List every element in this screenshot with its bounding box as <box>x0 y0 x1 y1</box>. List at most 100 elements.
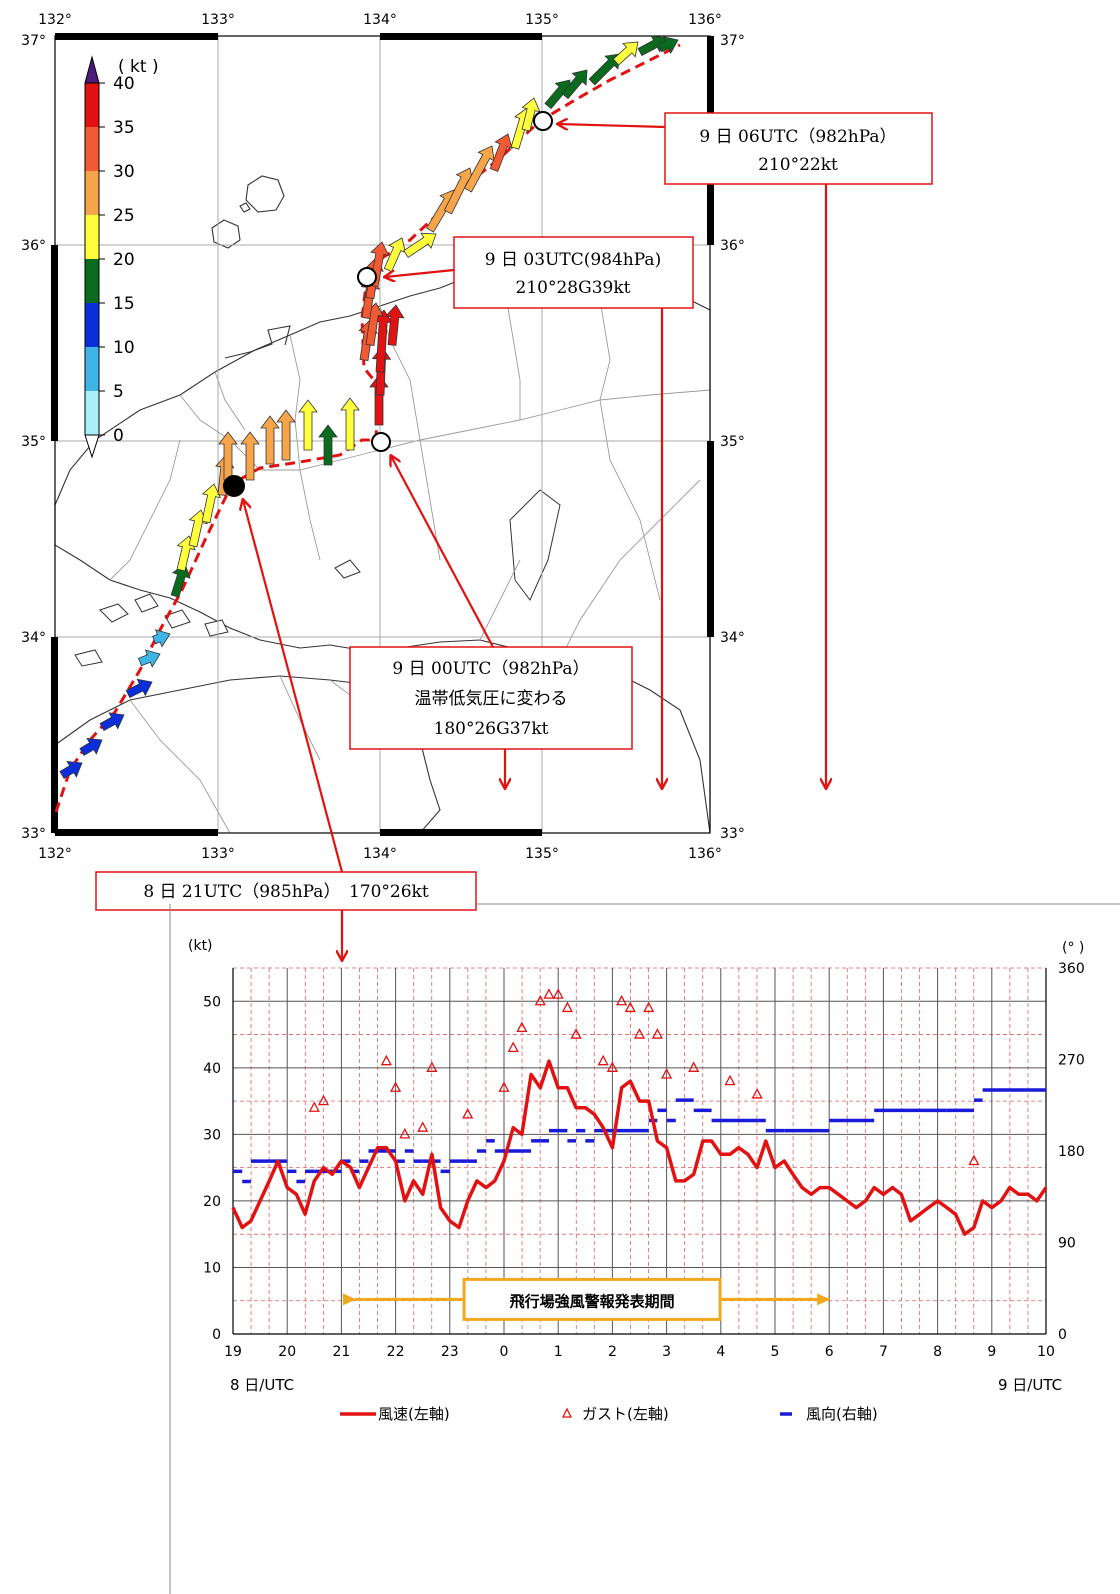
wind-arrow <box>276 409 296 461</box>
position-marker-9d03utc <box>357 267 377 287</box>
annotation-line2: 210°22kt <box>758 155 838 175</box>
gust-point <box>561 1001 573 1013</box>
annotation-line1: 9 日 03UTC(984hPa) <box>485 250 661 270</box>
x-tick-label: 1 <box>554 1344 563 1360</box>
gust-point <box>624 1001 636 1013</box>
position-marker-9d06utc <box>533 111 553 131</box>
map-lon-tick-top: 134° <box>363 12 397 28</box>
colorbar-tick-label: 35 <box>113 118 135 138</box>
gust-series <box>308 988 980 1166</box>
wind-arrow-shape <box>403 232 437 258</box>
gust-point <box>516 1021 528 1033</box>
colorbar-segment <box>85 303 99 347</box>
map-lat-tick-right: 37° <box>720 33 745 49</box>
gust-point <box>724 1074 736 1086</box>
wind-arrow-shape <box>385 304 405 346</box>
map-lon-tick-bottom: 133° <box>201 846 235 862</box>
annotation-line1: 9 日 06UTC（982hPa） <box>699 127 896 147</box>
colorbar-segment <box>85 215 99 259</box>
map-tick-labels: 132°132°133°133°134°134°135°135°136°136°… <box>21 12 745 862</box>
gust-point <box>507 1041 519 1052</box>
wind-arrow <box>637 35 667 57</box>
x-caption-left: 8 日/UTC <box>230 1376 294 1394</box>
y-tick-label-right: 0 <box>1058 1327 1067 1343</box>
position-marker-9d00utc <box>371 432 391 452</box>
x-tick-label: 8 <box>933 1344 942 1360</box>
y-axis-label-left: (kt) <box>188 938 213 954</box>
wind-arrow <box>383 237 407 273</box>
gust-point <box>606 1061 618 1072</box>
gust-point <box>616 994 628 1006</box>
annotation-line3: 180°26G37kt <box>434 719 549 739</box>
y-tick-label-right: 180 <box>1058 1144 1085 1160</box>
x-tick-label: 22 <box>387 1344 405 1360</box>
colorbar-segment <box>85 391 99 435</box>
wind-arrow <box>489 133 513 172</box>
legend-swatch-gust <box>561 1407 573 1418</box>
warning-period-label: 飛行場強風警報発表期間 <box>509 1292 675 1310</box>
map-lon-tick-bottom: 135° <box>525 846 559 862</box>
legend-label-speed: 風速(左軸) <box>378 1405 450 1423</box>
island-small <box>239 202 251 213</box>
y-tick-label-left: 10 <box>203 1260 221 1276</box>
wind-arrow <box>79 737 103 756</box>
gust-point <box>380 1054 392 1066</box>
annotation-9d06utc: 9 日 06UTC（982hPa） 210°22kt <box>664 112 933 185</box>
colorbar-segment <box>85 171 99 215</box>
wind-arrow <box>59 760 83 779</box>
wind-arrow-shape <box>637 35 667 57</box>
wind-arrow <box>137 649 161 668</box>
wind-arrow <box>318 424 338 466</box>
wind-arrow <box>260 415 280 465</box>
gust-point <box>426 1061 438 1072</box>
wind-arrow-shape <box>260 415 280 465</box>
wind-arrow <box>298 399 318 451</box>
x-tick-label: 5 <box>771 1344 780 1360</box>
gust-point <box>308 1101 320 1112</box>
map-lon-tick-bottom: 134° <box>363 846 397 862</box>
wind-arrow-shape <box>657 36 679 54</box>
wind-arrow-shape <box>318 424 338 466</box>
map-lon-tick-top: 136° <box>688 12 722 28</box>
connector-arrows <box>243 124 826 960</box>
wind-arrow <box>403 232 437 258</box>
wind-arrow-shape <box>489 133 513 172</box>
legend-label-direction: 風向(右軸) <box>806 1405 878 1423</box>
wind-arrow <box>340 397 360 451</box>
colorbar-tick-label: 5 <box>113 382 124 402</box>
annotation-9d03utc: 9 日 03UTC(984hPa) 210°28G39kt <box>453 236 694 309</box>
gust-point <box>317 1094 330 1106</box>
map-lat-tick-left: 33° <box>21 826 46 842</box>
map-lat-tick-right: 34° <box>720 630 745 646</box>
y-axis-label-right: (° ) <box>1062 940 1084 956</box>
y-tick-label-left: 50 <box>203 994 221 1010</box>
gust-point <box>498 1081 510 1092</box>
x-tick-label: 3 <box>662 1344 671 1360</box>
gust-point <box>661 1068 673 1079</box>
wind-arrow <box>99 712 125 732</box>
x-tick-label: 0 <box>500 1344 509 1360</box>
gust-point <box>390 1081 402 1092</box>
colorbar-tick-label: 0 <box>113 426 124 446</box>
wind-arrow-shape <box>152 629 171 648</box>
wind-arrow <box>201 483 222 524</box>
wind-arrow <box>463 145 495 193</box>
wind-arrow-shape <box>561 69 588 100</box>
wind-arrow-shape <box>99 712 125 732</box>
wind-arrows <box>59 35 679 779</box>
colorbar-tick-label: 30 <box>113 162 135 182</box>
y-tick-label-left: 0 <box>212 1327 221 1343</box>
y-tick-label-left: 30 <box>203 1127 221 1143</box>
wind-arrow-shape <box>240 431 260 481</box>
wind-arrow-shape <box>588 53 621 86</box>
wind-arrow <box>521 97 541 132</box>
gust-point <box>570 1028 582 1039</box>
wind-speed-line <box>231 1059 1048 1236</box>
gust-point <box>417 1121 429 1132</box>
wind-arrow <box>152 629 171 648</box>
gust-point <box>633 1028 646 1039</box>
gust-point <box>534 994 546 1006</box>
wind-arrow-shape <box>201 483 222 524</box>
